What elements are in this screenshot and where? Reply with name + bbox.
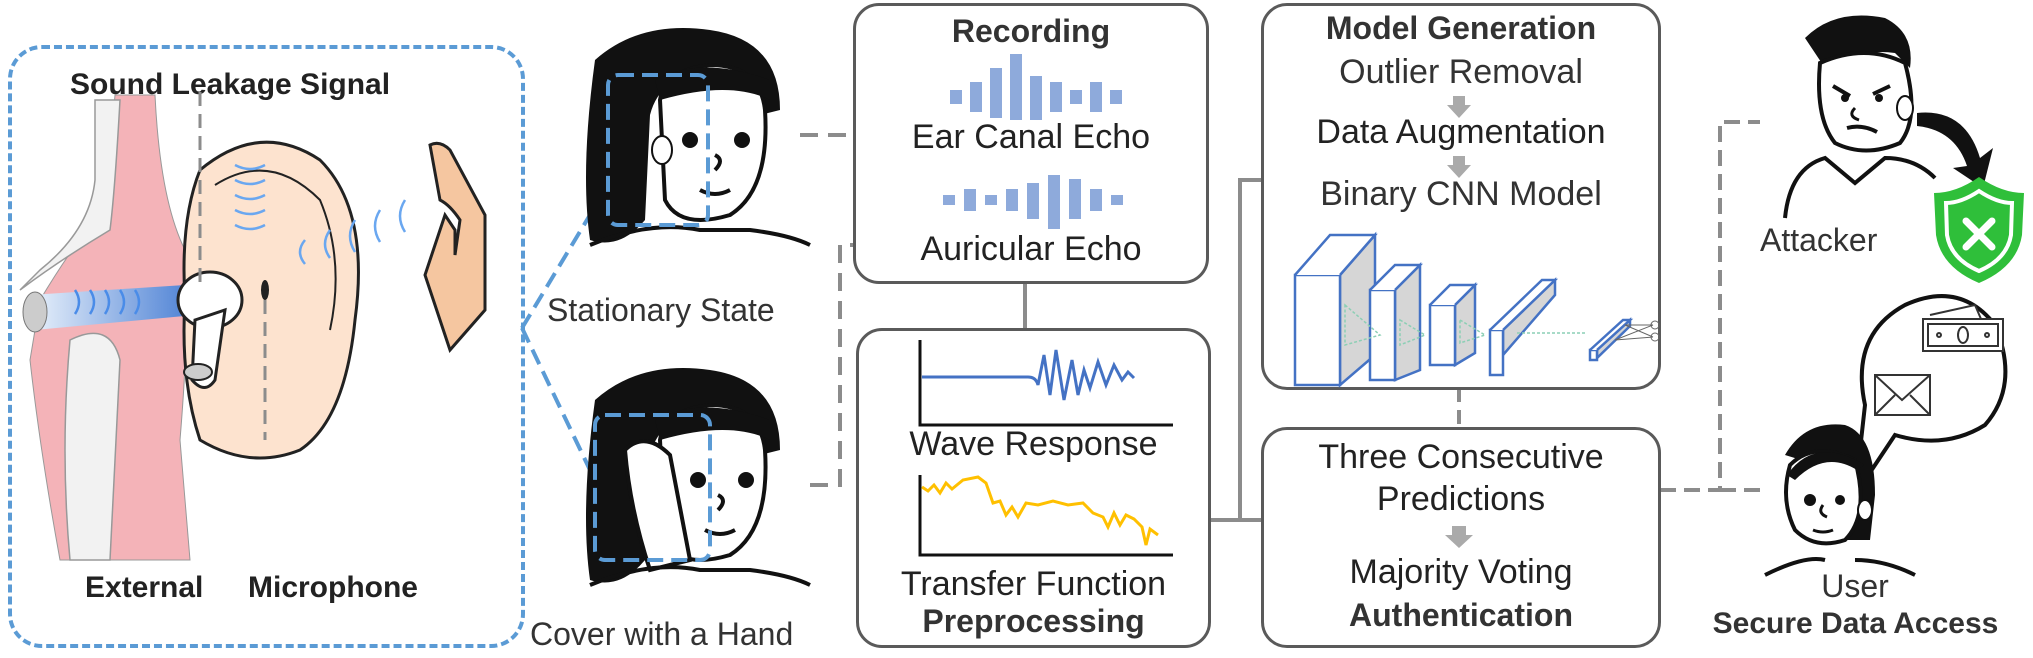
auricle-waves-icon: [234, 163, 407, 265]
wave-response-plot: [918, 340, 1173, 427]
preprocessing-box: [856, 328, 1211, 648]
jaw-bone: [64, 332, 121, 561]
ear-focus-box: [593, 413, 712, 562]
envelope-icon: [1874, 374, 1931, 416]
earbud-icon: [1857, 499, 1873, 521]
external-label: External: [85, 571, 204, 604]
data-augmentation-label: Data Augmentation: [1316, 113, 1606, 151]
authentication-title: Authentication: [1349, 597, 1573, 633]
external-microphone-dot: [261, 280, 269, 300]
outlier-removal-label: Outlier Removal: [1339, 53, 1583, 91]
wave-response-label: Wave Response: [909, 425, 1158, 463]
down-arrow-icon: [1447, 156, 1471, 178]
ear-panel: [8, 45, 525, 648]
girl-cover-hand-illustration: [586, 368, 811, 587]
money-icon: [1922, 303, 2004, 352]
ear-canal: [30, 285, 195, 330]
model-generation-title: Model Generation: [1325, 10, 1597, 46]
down-arrow-icon: [1447, 96, 1471, 118]
majority-voting-label: Majority Voting: [1349, 553, 1573, 591]
earbud-icon: [1896, 95, 1914, 121]
eardrum: [22, 291, 48, 333]
transfer-function-label: Transfer Function: [900, 565, 1167, 603]
stationary-state-label: Stationary State: [547, 292, 775, 328]
ear-canal-echo-waveform-icon: [950, 54, 1122, 120]
transfer-function-line: [921, 475, 1159, 546]
hand-icon: [423, 141, 487, 353]
earbud-icon: [651, 135, 673, 165]
binary-cnn-model-label: Binary CNN Model: [1320, 175, 1602, 213]
canal-waves-icon: [73, 289, 141, 315]
girl-stationary-illustration: [586, 28, 811, 247]
auricular-echo-waveform-icon: [943, 175, 1123, 229]
cover-with-hand-label: Cover with a Hand: [530, 616, 794, 652]
wave-response-line: [922, 349, 1136, 401]
ear-canal-echo-label: Ear Canal Echo: [911, 118, 1151, 156]
bone: [19, 99, 121, 291]
recording-box: [853, 3, 1209, 284]
transfer-function-plot: [918, 475, 1173, 557]
user-label: User: [1821, 568, 1889, 604]
attacker-label: Attacker: [1760, 222, 1878, 258]
attacker-illustration: [1783, 15, 1993, 219]
microphone-label: Microphone: [248, 571, 418, 604]
secure-data-access-label: Secure Data Access: [1712, 607, 1999, 640]
three-consecutive-label: Three Consecutive: [1318, 438, 1604, 476]
predictions-label: Predictions: [1376, 480, 1546, 518]
user-illustration: [1764, 294, 2008, 577]
ear-illustration: [19, 92, 487, 561]
down-arrow-icon: [1445, 526, 1473, 548]
curved-arrow-icon: [1917, 112, 1993, 188]
recording-title: Recording: [951, 13, 1111, 49]
shield-blocked-icon: [1934, 177, 2024, 283]
ear-focus-box: [606, 73, 710, 227]
preprocessing-title: Preprocessing: [922, 603, 1145, 639]
cnn-architecture-diagram: [1293, 231, 1660, 388]
auricular-echo-label: Auricular Echo: [920, 230, 1142, 268]
